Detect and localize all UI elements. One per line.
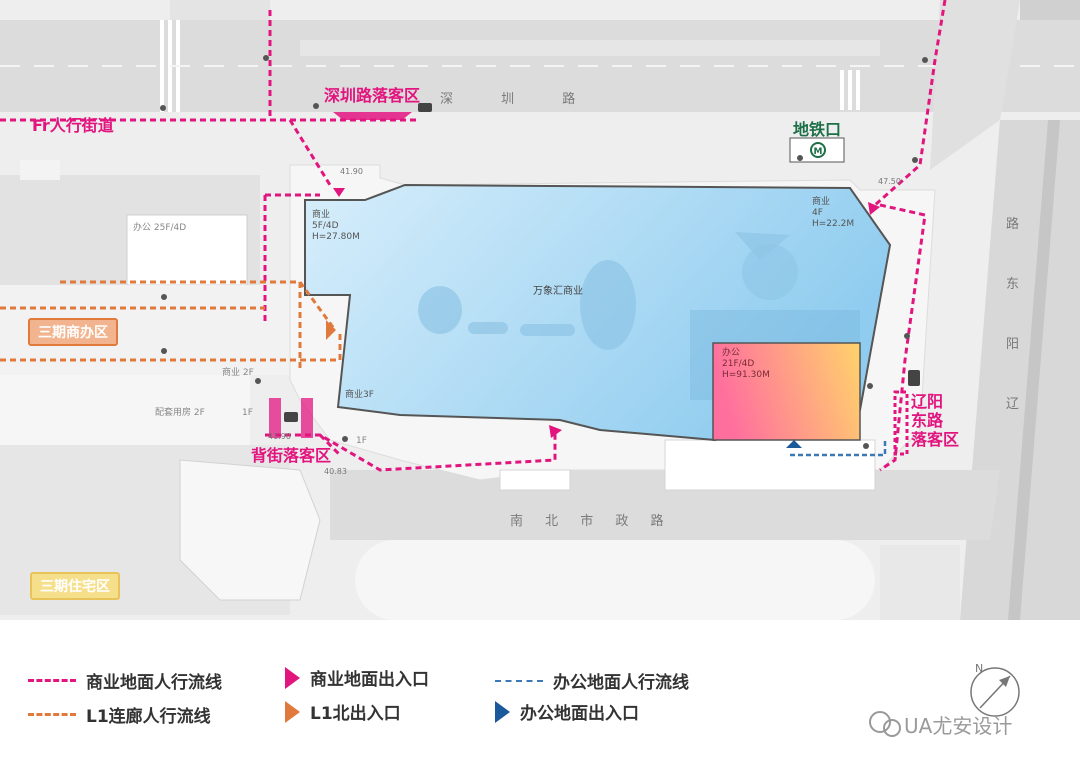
car-icon-1 — [418, 103, 432, 112]
entry-l1-north — [326, 320, 336, 340]
legend-l1-path: L1连廊人行流线 — [28, 702, 211, 727]
legend-commercial-entry: 商业地面出入口 — [285, 665, 429, 690]
label-1f-b: 1F — [356, 436, 367, 446]
label-1f-a: 1F — [242, 408, 253, 418]
car-icon-2 — [284, 412, 298, 422]
legend-office-path: 办公地面人行流线 — [495, 668, 689, 693]
svg-text:M: M — [814, 147, 823, 157]
legend-commercial-entry-icon — [285, 666, 300, 689]
shenzhen-dropoff-zone — [333, 112, 412, 120]
metro-exit-label: 地铁口 — [793, 120, 842, 139]
shenzhen-dropoff-label: 深圳路落客区 — [324, 86, 421, 105]
elevation-1: 41.90 — [340, 167, 363, 176]
commercial-paths — [0, 0, 947, 472]
legend-background — [0, 620, 1080, 770]
legend-l1-entry: L1北出入口 — [285, 699, 401, 724]
west-block-low — [0, 375, 250, 445]
fr-street-label: Fr人行街道 — [32, 116, 114, 135]
legend-office-entry-icon — [495, 700, 510, 723]
north-arrow-icon — [970, 667, 1020, 717]
entry-south-commercial — [549, 425, 562, 438]
elevation-3: 41.90 — [268, 432, 291, 441]
office-tower — [712, 342, 861, 441]
shenzhen-road-label: 深 圳 路 — [440, 92, 578, 107]
commercial-2f-label: 商业 2F — [222, 368, 254, 378]
office-25f-building — [126, 214, 248, 286]
block-commercial-nw-label: 商业 5F/4D H=27.80M — [312, 210, 360, 242]
block-commercial-3f-label: 商业3F — [345, 390, 374, 400]
watermark-text: UA尤安设计 — [904, 714, 1013, 738]
metro-icon — [810, 142, 826, 158]
legend-l1-entry-icon — [285, 700, 300, 723]
legend-commercial-path: 商业地面人行流线 — [28, 668, 222, 693]
phase3-office-badge: 三期商办区 — [28, 318, 118, 346]
entry-north-commercial — [333, 188, 345, 197]
l1-paths — [0, 280, 342, 370]
block-office-label: 办公 21F/4D H=91.30M — [722, 348, 770, 380]
mall-name-label: 万象汇商业 — [533, 286, 583, 297]
legend-commercial-path-swatch — [28, 679, 76, 682]
office-25f-label: 办公 25F/4D — [133, 223, 187, 233]
entry-ne-commercial — [868, 202, 880, 215]
phase3-residential-badge: 三期住宅区 — [30, 572, 120, 600]
office-path — [790, 440, 887, 457]
elevation-2: 47.50 — [878, 177, 901, 186]
liaoyang-dropoff-label: 辽阳 东路 落客区 — [911, 392, 960, 449]
support-2f-label: 配套用房 2F — [155, 408, 205, 418]
block-commercial-ne-label: 商业 4F H=22.2M — [812, 197, 855, 229]
legend-l1-path-swatch — [28, 713, 76, 716]
legend-office-path-swatch — [495, 679, 543, 682]
bus-icon — [908, 370, 920, 386]
liaoyang-road-label: 路 东 阳 辽 — [1006, 217, 1022, 412]
legend-office-entry: 办公地面出入口 — [495, 699, 639, 724]
north-arrow-letter: N — [975, 662, 984, 675]
back-street-dropoff-label: 背街落客区 — [251, 446, 332, 465]
crosswalk-2 — [840, 70, 864, 110]
elevation-4: 40.83 — [324, 467, 347, 476]
entry-office — [786, 440, 802, 448]
wechat-logo-icon — [869, 711, 901, 737]
nanbei-road-label: 南 北 市 政 路 — [510, 514, 666, 529]
